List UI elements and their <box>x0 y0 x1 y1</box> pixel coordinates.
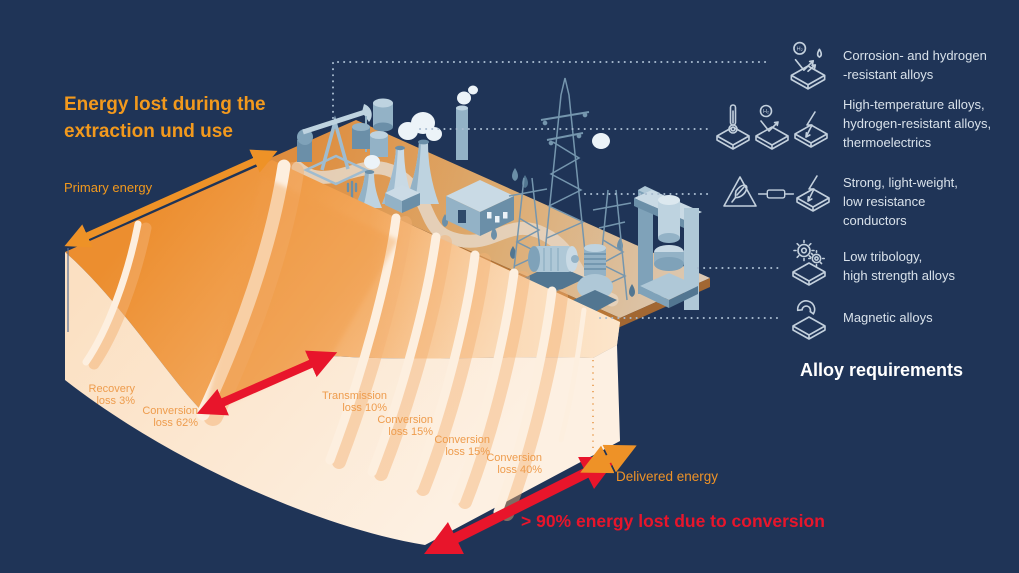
loss-label-line: loss 3% <box>96 394 135 407</box>
alloy-item-high-temperature: High-temperature alloys, hydrogen-resist… <box>843 97 992 150</box>
lightweight-triangle-icon <box>723 176 757 207</box>
loss-label-line: loss 10% <box>342 401 387 414</box>
gears-plate-icon <box>792 239 826 286</box>
delivered-energy-arrow <box>580 444 637 474</box>
alloy-item-magnetic: Magnetic alloys <box>843 310 933 325</box>
thermoelectric-plate-icon <box>794 111 828 148</box>
loss-label-line: Conversion <box>142 404 198 417</box>
h2-glyph: H₂ <box>763 109 769 115</box>
resistor-icon <box>757 189 795 199</box>
hydrogen-plate-icon: H₂ <box>755 104 789 150</box>
loss-label-line: Conversion <box>434 433 490 446</box>
page-title: Energy lost during the extraction und us… <box>64 94 266 142</box>
loss-label-line: loss 62% <box>153 416 198 429</box>
thermometer-plate-icon <box>716 104 750 150</box>
press-machine-illustration <box>634 186 702 310</box>
loss-label-line: Recovery <box>88 382 135 395</box>
primary-energy-label: Primary energy <box>64 180 153 195</box>
pump-illustration <box>573 244 617 312</box>
total-loss-arrow <box>424 457 618 554</box>
generator-illustration <box>524 246 586 292</box>
connector-corrosion-dotted-line <box>332 61 767 119</box>
alloy-item-conductors: Strong, light-weight, low resistance con… <box>843 175 958 228</box>
factory-illustration <box>446 85 514 236</box>
delivered-energy-label: Delivered energy <box>616 469 719 484</box>
primary-energy-arrow <box>64 149 278 248</box>
loss-label-line: Conversion <box>377 413 433 426</box>
cooling-towers-illustration <box>354 112 442 208</box>
cube-building-illustration <box>385 185 420 213</box>
loss-label-line: loss 15% <box>388 425 433 438</box>
loss-label-line: Conversion <box>486 451 542 464</box>
conversion-loss-arrow <box>196 350 338 416</box>
oil-pumpjack-illustration <box>297 104 372 200</box>
alloy-item-tribology: Low tribology, high strength alloys <box>843 249 956 283</box>
conductor-plate-icon <box>796 175 830 212</box>
energy-lost-claim: > 90% energy lost due to conversion <box>521 511 825 531</box>
loss-label-line: loss 40% <box>497 463 542 476</box>
alloy-item-corrosion: Corrosion- and hydrogen -resistant alloy… <box>843 48 987 82</box>
alloy-requirements-heading: Alloy requirements <box>800 360 964 380</box>
hydrogen-corrosion-plate-icon: H₂ <box>790 41 826 90</box>
loss-label-line: loss 15% <box>445 445 490 458</box>
magnet-plate-icon <box>792 300 826 340</box>
dotted-connectors <box>332 61 779 319</box>
loss-label-line: Transmission <box>322 389 387 402</box>
oil-tanks-illustration <box>352 98 393 157</box>
h2-glyph: H₂ <box>797 47 803 53</box>
steam-cloud <box>592 133 610 149</box>
